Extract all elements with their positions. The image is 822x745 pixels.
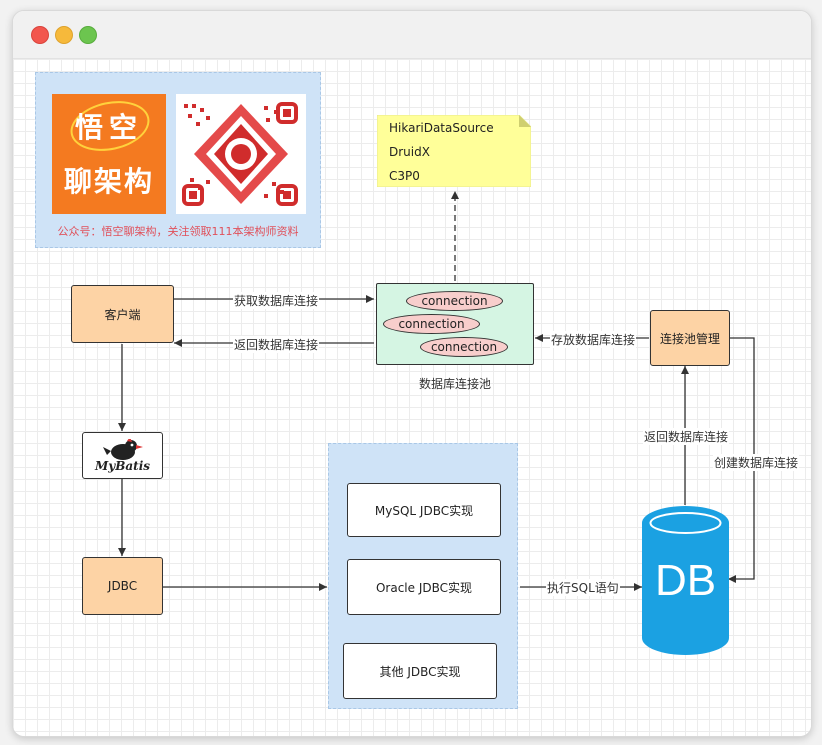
- jdbc-label: JDBC: [107, 579, 138, 593]
- pool-manager-node[interactable]: 连接池管理: [650, 310, 730, 366]
- oracle-jdbc-node[interactable]: Oracle JDBC实现: [347, 559, 501, 615]
- logo-line1: 悟空: [74, 111, 143, 144]
- note-item-druid: DruidX: [389, 145, 430, 159]
- mysql-jdbc-node[interactable]: MySQL JDBC实现: [347, 483, 501, 537]
- promo-caption: 公众号：悟空聊架构，关注领取111本架构师资料: [57, 225, 299, 238]
- database-cylinder-icon: [642, 506, 729, 655]
- connection-item: connection: [406, 291, 503, 311]
- datasource-note: HikariDataSource DruidX C3P0: [377, 115, 531, 187]
- jdbc-node[interactable]: JDBC: [82, 557, 163, 615]
- note-item-c3p0: C3P0: [389, 169, 420, 183]
- qr-code-icon: [176, 94, 306, 214]
- mybatis-node[interactable]: MyBatis: [82, 432, 163, 479]
- diagram-canvas: 悟空 聊架构: [13, 59, 811, 736]
- note-item-hikari: HikariDataSource: [389, 121, 494, 135]
- client-label: 客户端: [104, 307, 141, 322]
- close-window-button[interactable]: [31, 26, 49, 44]
- label-create-connection: 创建数据库连接: [713, 454, 800, 471]
- database-node[interactable]: DB: [642, 506, 729, 655]
- brand-logo: 悟空 聊架构: [52, 94, 166, 214]
- client-node[interactable]: 客户端: [71, 285, 174, 343]
- label-store-connection: 存放数据库连接: [550, 331, 637, 348]
- label-get-connection: 获取数据库连接: [233, 292, 320, 309]
- mysql-jdbc-label: MySQL JDBC实现: [374, 503, 474, 518]
- logo-line2: 聊架构: [63, 165, 154, 198]
- mybatis-label: MyBatis: [94, 458, 151, 473]
- title-bar: [13, 11, 811, 59]
- promo-panel: 悟空 聊架构: [35, 72, 321, 248]
- maximize-window-button[interactable]: [79, 26, 97, 44]
- connection-item: connection: [383, 314, 480, 334]
- oracle-jdbc-label: Oracle JDBC实现: [375, 580, 473, 595]
- other-jdbc-label: 其他 JDBC实现: [379, 664, 461, 679]
- minimize-window-button[interactable]: [55, 26, 73, 44]
- pool-caption: 数据库连接池: [418, 377, 491, 391]
- pool-manager-label: 连接池管理: [659, 331, 720, 346]
- mybatis-bird-icon: [102, 438, 143, 460]
- connection-pool-node[interactable]: connection connection connection: [376, 283, 534, 365]
- other-jdbc-node[interactable]: 其他 JDBC实现: [343, 643, 497, 699]
- connection-item: connection: [420, 337, 508, 357]
- diagram-window: 悟空 聊架构: [12, 10, 812, 737]
- label-db-return-connection: 返回数据库连接: [643, 428, 730, 445]
- database-label: DB: [654, 556, 717, 605]
- label-return-connection: 返回数据库连接: [233, 336, 320, 353]
- label-exec-sql: 执行SQL语句: [546, 579, 620, 596]
